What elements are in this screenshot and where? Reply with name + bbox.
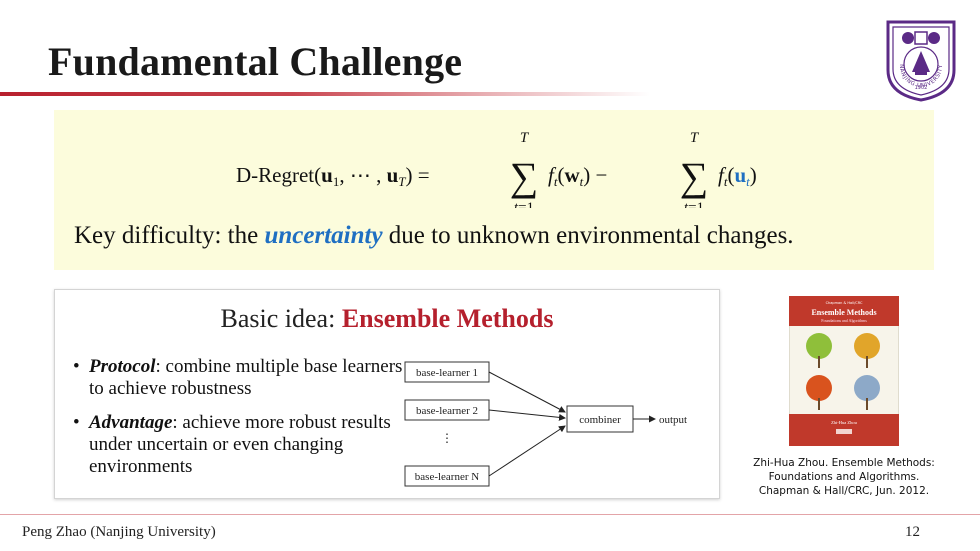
svg-text:D-Regret(u1, ⋯ , uT) =: D-Regret(u1, ⋯ , uT) = [236,163,430,189]
svg-text:ft(wt) −: ft(wt) − [548,163,607,189]
combiner-label: combiner [579,414,621,426]
base-learner-1-label: base-learner 1 [416,367,478,379]
combiner-box [566,405,634,433]
book-caption: Zhi-Hua Zhou. Ensemble Methods: Foundati… [753,457,935,497]
slide-title: Fundamental Challenge [48,39,463,84]
base-learner-n-label: base-learner N [415,471,479,483]
svg-text:t=1: t=1 [684,200,704,208]
basic-idea-box: Basic idea: Ensemble Methods •Protocol: … [54,289,720,499]
key-difficulty-text: Key difficulty: the uncertainty due to u… [74,222,794,249]
dynamic-regret-formula: D-Regret(u1, ⋯ , uT) = T ∑ t=1 ft(wt) − … [236,130,757,208]
book-series: Chapman & Hall/CRC [826,301,863,305]
seal-year: 1902 [915,85,928,91]
footer-author: Peng Zhao (Nanjing University) [22,524,216,540]
output-label: output [659,414,687,426]
page-number: 12 [905,524,920,540]
base-learner-2-label: base-learner 2 [416,405,478,417]
footer-divider [0,514,980,515]
svg-text:T: T [520,130,530,146]
book-subtitle: Foundations and Algorithms [821,318,867,323]
basic-idea-heading: Basic idea: Ensemble Methods [220,304,554,333]
svg-text:∑: ∑ [510,154,539,199]
ensemble-methods-emphasis: Ensemble Methods [341,304,554,333]
nanjing-university-seal-icon: 1902 NANJING UNIVERSITY [886,20,956,102]
svg-text:ft(ut): ft(ut) [718,163,757,189]
ellipsis-dots: ⋮ [441,431,453,445]
list-item: •Advantage: achieve more robust results … [73,412,391,477]
formula-box: D-Regret(u1, ⋯ , uT) = T ∑ t=1 ft(wt) − … [54,110,934,270]
ensemble-methods-book-cover: Chapman & Hall/CRC Ensemble Methods Foun… [789,296,899,446]
svg-text:T: T [690,130,700,146]
idea-bullet-list: •Protocol: combine multiple base learner… [73,356,403,490]
list-item: •Protocol: combine multiple base learner… [73,356,403,399]
ensemble-diagram: base-learner 1 base-learner 2 ⋮ base-lea… [404,361,687,487]
svg-text:t=1: t=1 [514,200,534,208]
title-underline [0,92,650,96]
uncertainty-emphasis: uncertainty [264,222,383,249]
book-author: Zhi-Hua Zhou [831,420,858,425]
book-title: Ensemble Methods [811,308,876,317]
svg-text:∑: ∑ [680,154,709,199]
